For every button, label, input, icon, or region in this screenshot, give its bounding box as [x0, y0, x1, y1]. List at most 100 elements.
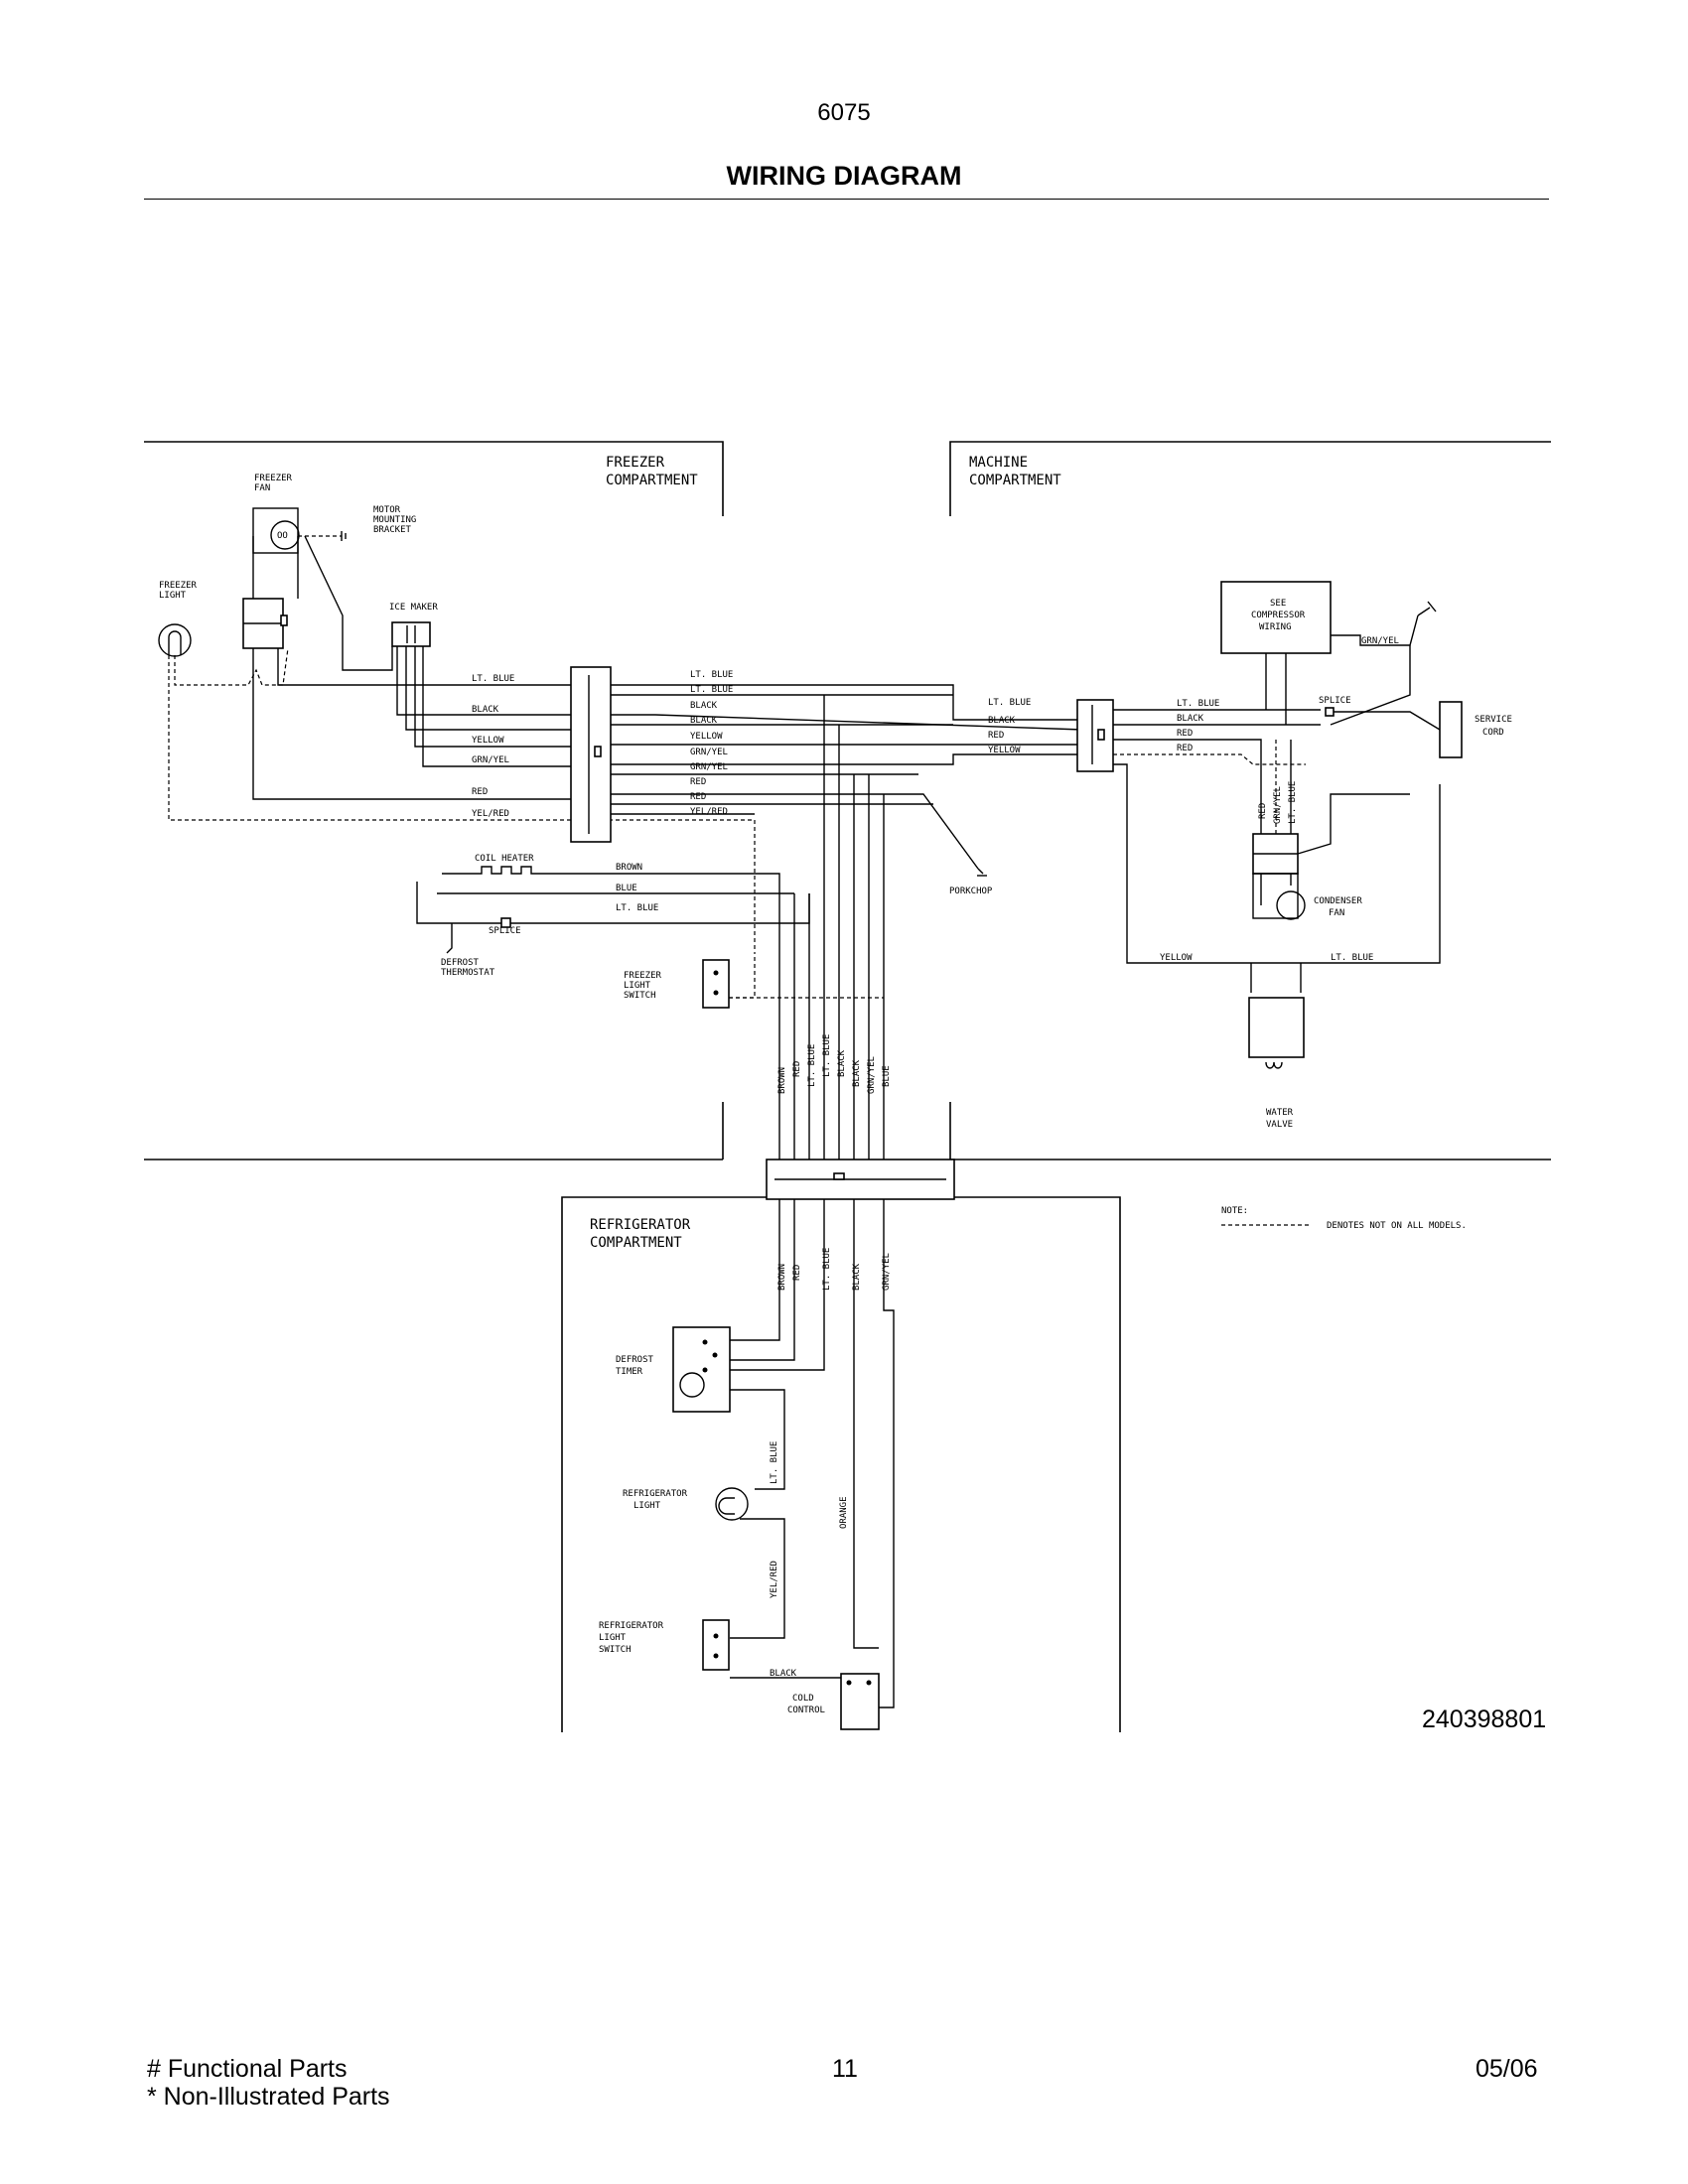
machine-wire-1: LT. BLUE [988, 698, 1031, 708]
motor-bracket-label-3: BRACKET [373, 525, 412, 535]
trunk-upper-1: BROWN [777, 1067, 787, 1094]
cold-control-label-1: COLD [792, 1694, 814, 1704]
section-borders [144, 441, 1551, 1732]
machine-label-1: MACHINE [969, 455, 1028, 471]
refrigerator-label-2: COMPARTMENT [590, 1235, 682, 1251]
machine-connector [1076, 699, 1114, 772]
heater-wires [437, 873, 810, 924]
freezer-trunk [778, 695, 885, 1160]
footer-date: 05/06 [1476, 2055, 1538, 2083]
splice-icon [500, 917, 511, 928]
refrigerator-light-switch [702, 1619, 730, 1671]
machine-right-3: RED [1177, 729, 1193, 739]
compressor-box [1220, 581, 1332, 654]
wire-left-yellow: YELLOW [472, 736, 504, 746]
heater-wire-blue: BLUE [616, 884, 637, 893]
machine-vertical-wires [1260, 740, 1292, 834]
footer-functional-parts: # Functional Parts [147, 2055, 348, 2083]
title-rule [144, 199, 1549, 200]
compressor-wires [1265, 614, 1419, 726]
fan-connector [242, 598, 288, 649]
footer-non-illustrated: * Non-Illustrated Parts [147, 2083, 390, 2111]
water-valve-label-1: WATER [1266, 1108, 1294, 1118]
freezer-label-1: FREEZER [606, 455, 665, 471]
valve-wire-yellow: YELLOW [1160, 953, 1193, 963]
trunk-lower-2: RED [792, 1265, 802, 1281]
defrost-thermostat-label-1: DEFROST [441, 958, 480, 968]
freezer-light-bulb [158, 623, 192, 657]
valve-wire-ltblue: LT. BLUE [1331, 953, 1373, 963]
porkchop-label: PORKCHOP [949, 887, 993, 896]
defrost-timer-label-1: DEFROST [616, 1355, 654, 1365]
note-text: DENOTES NOT ON ALL MODELS. [1327, 1221, 1467, 1231]
wire-right-2: LT. BLUE [690, 685, 733, 695]
refrigerator-label-1: REFRIGERATOR [590, 1217, 691, 1233]
trunk-lower-5: GRN/YEL [882, 1253, 892, 1291]
svg-text:OO: OO [277, 531, 288, 541]
defrost-thermostat-label-2: THERMOSTAT [441, 968, 495, 978]
refrig-switch-label-1: REFRIGERATOR [599, 1621, 664, 1631]
compressor-label-2: COMPRESSOR [1251, 611, 1306, 620]
wire-right-10: YEL/RED [690, 807, 728, 817]
trunk-upper-6: BLACK [852, 1059, 862, 1087]
service-cord [1334, 701, 1463, 758]
freezer-label-2: COMPARTMENT [606, 473, 698, 488]
freezer-light-switch-label-1: FREEZER [624, 971, 662, 981]
trunk-lower-3: LT. BLUE [822, 1248, 832, 1291]
refrig-wires [730, 1389, 879, 1679]
wire-right-4: BLACK [690, 716, 718, 726]
compressor-grnyel: GRN/YEL [1361, 636, 1399, 646]
refrig-wire-ltblue: LT. BLUE [770, 1441, 779, 1484]
diagram-number: 240398801 [1422, 1706, 1547, 1733]
wire-left-grnyel: GRN/YEL [472, 755, 509, 765]
trunk-lower-1: BROWN [777, 1264, 787, 1291]
wire-right-3: BLACK [690, 701, 718, 711]
note-label: NOTE: [1221, 1206, 1248, 1216]
trunk-upper-3: LT. BLUE [807, 1044, 817, 1087]
defrost-thermostat [446, 923, 453, 954]
splice-machine-label: SPLICE [1319, 696, 1351, 706]
machine-label-2: COMPARTMENT [969, 473, 1061, 488]
cold-control-label-2: CONTROL [787, 1706, 825, 1715]
defrost-timer [672, 1326, 731, 1413]
service-cord-label-1: SERVICE [1475, 715, 1512, 725]
freezer-light-switch-label-2: LIGHT [624, 981, 651, 991]
refrig-switch-label-3: SWITCH [599, 1645, 632, 1655]
freezer-light-label-2: LIGHT [159, 591, 187, 601]
freezer-light-switch [702, 953, 884, 1009]
trunk-upper-7: GRN/YEL [867, 1056, 877, 1094]
freezer-fan: OO [252, 507, 300, 554]
ice-maker [391, 621, 431, 647]
freezer-right-wires [611, 684, 1083, 870]
machine-right-2: BLACK [1177, 714, 1204, 724]
machine-vert-1: RED [1258, 803, 1268, 819]
machine-right-4: RED [1177, 744, 1193, 753]
wire-right-5: YELLOW [690, 732, 723, 742]
ice-maker-label: ICE MAKER [389, 603, 438, 613]
condenser-fan-label-2: FAN [1329, 908, 1344, 918]
trunk-upper-2: RED [792, 1061, 802, 1077]
wire-left-black: BLACK [472, 705, 499, 715]
machine-wire-2: BLACK [988, 716, 1016, 726]
splice-defrost-label: SPLICE [489, 926, 521, 936]
coil-heater-label: COIL HEATER [475, 854, 534, 864]
footer-page-number: 11 [832, 2055, 858, 2083]
refrigerator-light-label-2: LIGHT [633, 1501, 661, 1511]
wire-left-red: RED [472, 787, 488, 797]
compressor-label-1: SEE [1270, 599, 1286, 609]
water-valve [1248, 963, 1305, 1069]
defrost-timer-label-2: TIMER [616, 1367, 643, 1377]
compressor-ground-icon [1417, 601, 1437, 616]
motor-bracket-label-1: MOTOR [373, 505, 401, 515]
refrig-switch-label-2: LIGHT [599, 1633, 627, 1643]
wire-left-yelred: YEL/RED [472, 809, 509, 819]
freezer-main-connector [570, 666, 612, 843]
splice-machine-icon [1325, 707, 1335, 717]
heater-wire-brown: BROWN [616, 863, 642, 873]
machine-right-1: LT. BLUE [1177, 699, 1219, 709]
freezer-fan-label-1: FREEZER [254, 474, 293, 483]
coil-heater [416, 866, 571, 924]
refrig-wire-black: BLACK [770, 1669, 797, 1679]
trunk-lower-4: BLACK [852, 1263, 862, 1291]
